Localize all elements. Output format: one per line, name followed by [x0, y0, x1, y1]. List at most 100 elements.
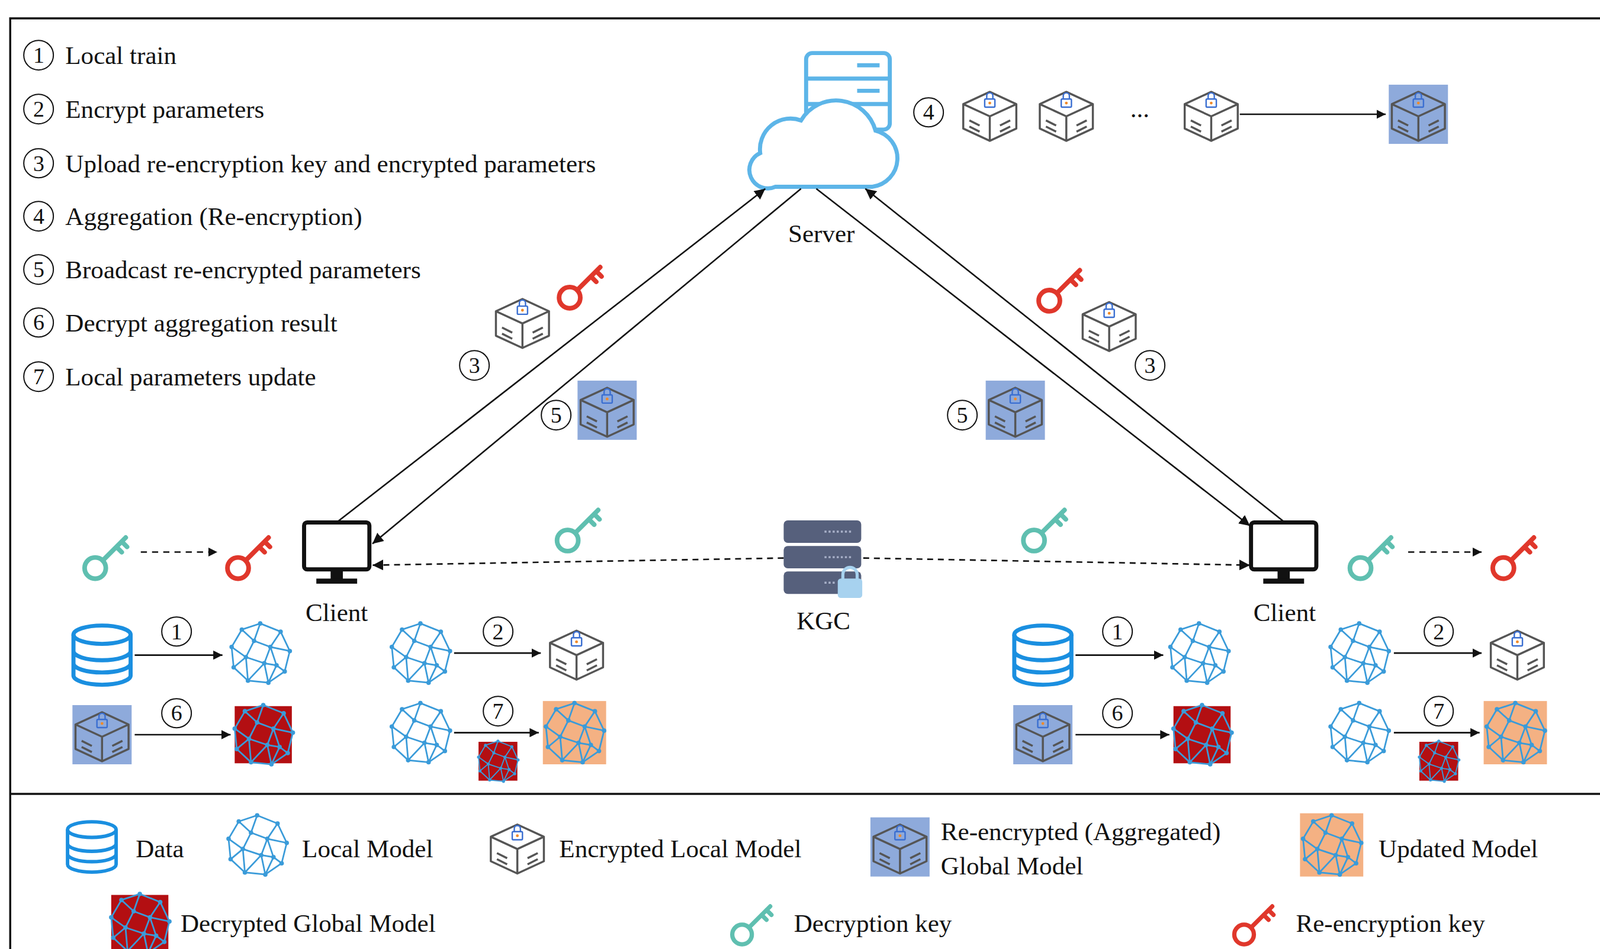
drawing-part: [842, 567, 857, 580]
model-icon: [389, 621, 453, 686]
drawing-part: [134, 734, 231, 737]
modelOrange-icon: [1299, 813, 1364, 877]
bbox-icon: [577, 380, 637, 440]
db-icon: [73, 625, 131, 686]
drawing-part: [10, 18, 1600, 949]
key-icon: [1038, 270, 1082, 311]
drawing-part: [134, 654, 223, 657]
key-distribution-arrow: [372, 558, 784, 566]
key-distribution-arrow: [863, 558, 1251, 566]
drawing-part: [1239, 113, 1386, 116]
bbox-icon: [1388, 84, 1448, 144]
drawing-part: [749, 100, 898, 189]
kgc-server: KGC: [783, 518, 863, 598]
modelRed-icon: [477, 739, 520, 783]
drawing-part: [783, 520, 863, 599]
drawing-part: [1408, 551, 1482, 554]
ebox-icon: [490, 824, 545, 875]
legend-entry: Local Model: [301, 831, 433, 867]
legend-text: Data: [135, 831, 184, 867]
drawing-part: [837, 578, 863, 599]
model-icon: [226, 813, 289, 877]
ebox-icon: [1491, 630, 1545, 680]
ebox-icon: [1184, 91, 1239, 141]
legend-entry: Encrypted Local Model: [558, 831, 802, 867]
client-computer: Client: [300, 522, 373, 594]
model-icon: [1168, 621, 1232, 686]
callout-number: 3: [1134, 349, 1166, 381]
transfer-arrow: [336, 188, 766, 523]
transfer-arrow: [865, 188, 1285, 523]
legend-text: Encrypted Local Model: [558, 831, 802, 867]
legend-text: Local Model: [301, 831, 433, 867]
drawing-part: [824, 531, 853, 583]
transfer-arrow: [816, 188, 1251, 527]
monitor-icon: [1251, 522, 1317, 584]
client-computer: Client: [1250, 522, 1320, 594]
step-text: Local train: [65, 40, 177, 70]
model-icon: [389, 701, 453, 766]
legend-text: Re-encryption key: [1295, 905, 1485, 941]
drawing-part: [1075, 734, 1170, 737]
bbox-icon: [72, 705, 132, 765]
ebox-icon: [495, 299, 549, 349]
key-icon: [1492, 537, 1536, 579]
callout-number: 7: [23, 361, 55, 393]
bbox-icon: [985, 380, 1046, 440]
bbox-icon: [870, 817, 930, 877]
callout-number: 5: [23, 254, 55, 285]
cloud-server: Server: [750, 50, 893, 189]
drawing-part: [454, 652, 541, 655]
legend-entry: Data: [135, 831, 184, 867]
node-label: Server: [788, 219, 855, 249]
callout-number: 4: [23, 200, 55, 232]
key-icon: [1023, 509, 1066, 551]
drawing-part: [1393, 731, 1480, 734]
model-icon: [229, 621, 292, 686]
callout-number: 3: [23, 148, 55, 179]
modelOrange-icon: [1483, 701, 1548, 766]
legend-entry: Updated Model: [1378, 831, 1538, 867]
drawing-part: [1075, 654, 1163, 657]
transfer-arrow: [372, 188, 802, 545]
ebox-icon: [550, 630, 604, 680]
node-label: Client: [305, 598, 368, 628]
legend-entry: Re-encryption key: [1295, 905, 1485, 941]
callout-number: 1: [23, 39, 55, 71]
key-icon: [227, 537, 271, 579]
key-icon: [84, 537, 128, 579]
step-text: Encrypt parameters: [65, 94, 265, 124]
key-icon: [557, 509, 600, 551]
node-label: KGC: [796, 606, 851, 636]
callout-number: 2: [23, 94, 55, 125]
legend-entry: Decrypted Global Model: [180, 905, 436, 941]
callout-number: 7: [482, 695, 514, 727]
callout-number: 1: [1101, 616, 1133, 648]
callout-number: 5: [540, 400, 572, 432]
drawing-part: [140, 551, 218, 554]
step-text: Broadcast re-encrypted parameters: [65, 254, 421, 284]
legend-text: Decryption key: [794, 905, 953, 941]
bbox-icon: [1013, 705, 1073, 765]
key-icon: [1350, 537, 1393, 579]
db-icon: [1014, 625, 1072, 686]
key-icon: [558, 267, 602, 308]
ebox-icon: [963, 91, 1017, 141]
modelOrange-icon: [543, 701, 607, 766]
callout-number: 6: [23, 307, 55, 339]
ebox-icon: [1082, 301, 1136, 352]
key-icon: [1234, 906, 1274, 945]
ellipsis: ...: [1130, 93, 1150, 123]
callout-number: 1: [161, 616, 192, 648]
step-text: Local parameters update: [65, 361, 316, 391]
callout-number: 6: [161, 698, 192, 729]
drawing-part: [805, 65, 890, 104]
callout-number: 4: [913, 97, 944, 128]
callout-number: 2: [1423, 616, 1455, 648]
step-text: Aggregation (Re-encryption): [65, 201, 362, 231]
modelRed-icon: [1171, 702, 1235, 767]
callout-number: 5: [946, 400, 978, 432]
drawing-part: [1393, 652, 1482, 655]
